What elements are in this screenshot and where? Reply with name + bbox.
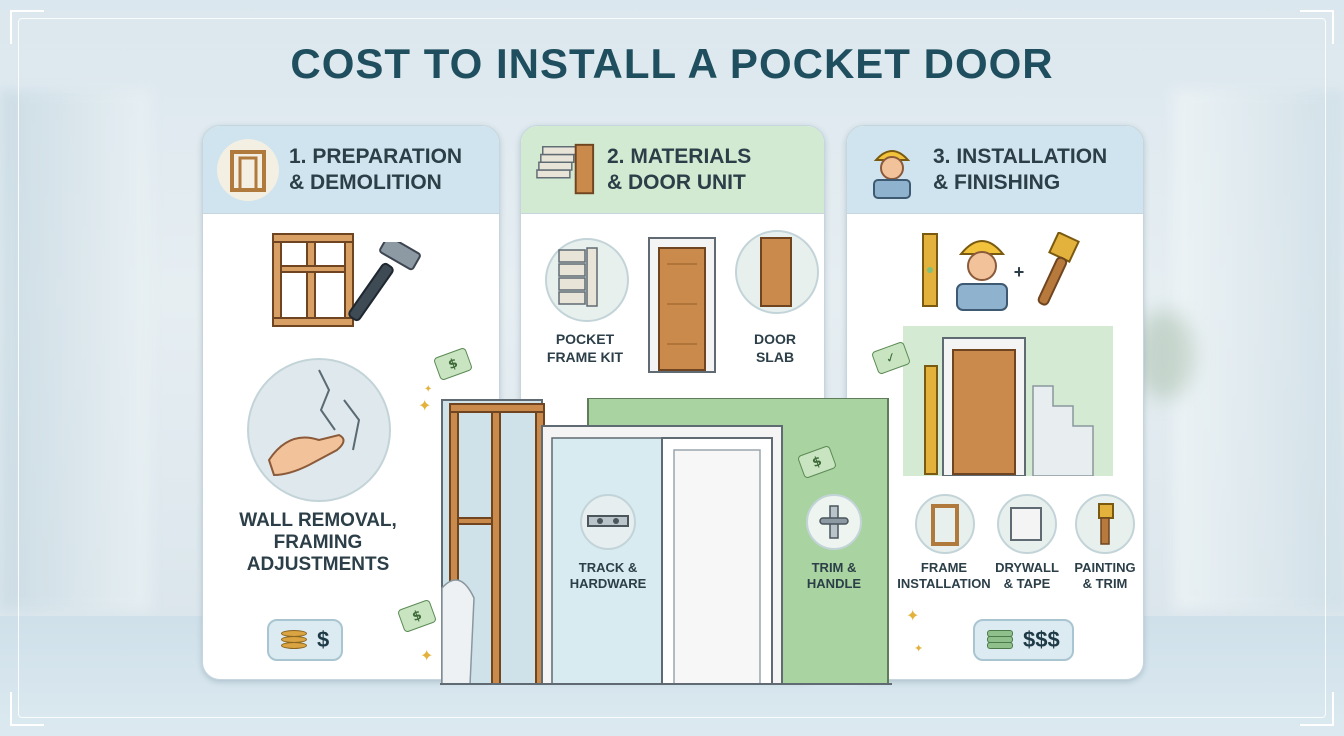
frame-corner <box>1300 692 1334 726</box>
coin-stack-icon <box>281 630 307 649</box>
cost-value: $ <box>317 627 330 652</box>
background-window-right <box>1174 90 1344 610</box>
frame-corner <box>10 10 44 44</box>
panel-header: 3. INSTALLATION & FINISHING <box>847 126 1143 214</box>
panel-heading: 1. PREPARATION & DEMOLITION <box>289 144 463 194</box>
frame-installation-label: FRAME INSTALLATION <box>897 560 991 591</box>
cost-badge: $ <box>267 619 344 661</box>
decorative-frame <box>18 18 1326 718</box>
background-window-left <box>0 90 150 610</box>
door-unit-icon <box>648 237 716 373</box>
plus-sign: + <box>1013 262 1025 282</box>
cost-badge: $$$ <box>973 619 1074 661</box>
track-hardware-label: TRACK & HARDWARE <box>569 560 647 591</box>
sparkle-icon: ✦ <box>418 396 432 415</box>
pocket-frame-kit-icon <box>545 238 629 322</box>
panel-heading: 2. MATERIALS & DOOR UNIT <box>607 144 752 194</box>
trim-handle-icon <box>806 494 862 550</box>
door-slab-icon <box>735 230 819 314</box>
frame-corner <box>10 692 44 726</box>
worker-icon <box>861 139 923 201</box>
panel-header: 2. MATERIALS & DOOR UNIT <box>521 126 824 214</box>
door-slab-label: DOOR SLAB <box>754 331 796 365</box>
panel-heading: 3. INSTALLATION & FINISHING <box>933 144 1108 194</box>
sparkle-icon: ✦ <box>420 646 434 665</box>
money-stack-icon <box>987 630 1013 649</box>
frame-corner <box>1300 10 1334 44</box>
installation-scene <box>903 326 1113 477</box>
wall-removal-illustration <box>247 358 391 502</box>
worker-icon <box>956 240 1008 311</box>
hammer-icon <box>348 242 421 322</box>
pocket-frame-kit-label: POCKET FRAME KIT <box>546 331 624 365</box>
painting-trim-label: PAINTING & TRIM <box>1074 560 1136 591</box>
panel-header: 1. PREPARATION & DEMOLITION <box>203 126 499 214</box>
background-plant <box>1134 310 1194 400</box>
door-frame-icon <box>217 138 279 201</box>
trim-handle-label: TRIM & HANDLE <box>806 560 862 591</box>
wall-removal-caption: WALL REMOVAL, FRAMING ADJUSTMENTS <box>239 510 397 575</box>
page-title: COST TO INSTALL A POCKET DOOR <box>290 40 1054 87</box>
track-hardware-icon <box>580 494 636 550</box>
sparkle-icon: ✦ <box>424 384 433 395</box>
lumber-door-icon <box>535 139 597 201</box>
panel-installation: 3. INSTALLATION & FINISHING + FRAME I <box>846 125 1144 680</box>
level-tool-icon <box>922 233 938 307</box>
pocket-door-illustration: TRACK & HARDWARE TRIM & HANDLE <box>440 398 892 685</box>
drywall-tape-icon <box>997 494 1057 554</box>
paintbrush-icon <box>1037 232 1080 306</box>
cost-value: $$$ <box>1023 627 1060 652</box>
frame-installation-icon <box>915 494 975 554</box>
wall-framing-icon <box>272 233 354 327</box>
sparkle-icon: ✦ <box>906 606 920 625</box>
drywall-tape-label: DRYWALL & TAPE <box>995 560 1059 591</box>
painting-trim-icon <box>1075 494 1135 554</box>
sparkle-icon: ✦ <box>914 642 924 655</box>
